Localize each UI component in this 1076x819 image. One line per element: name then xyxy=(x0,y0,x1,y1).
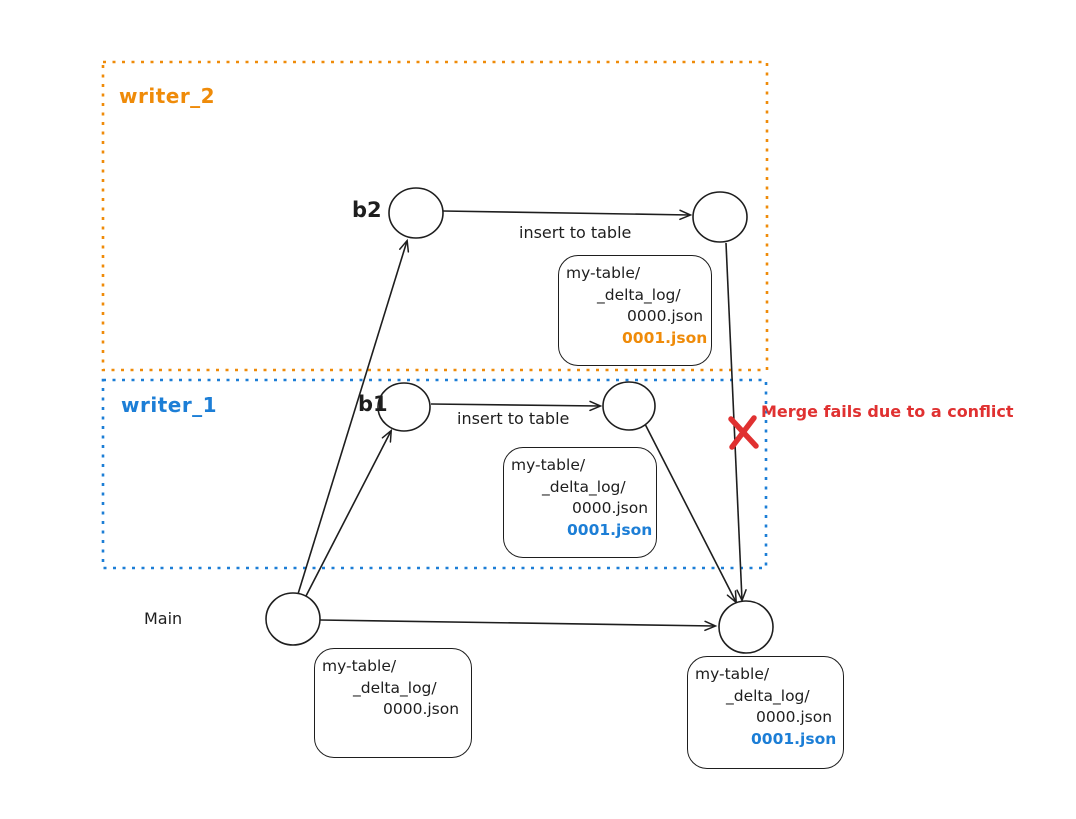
commit-node-writer2-insert xyxy=(692,191,748,243)
file-box-main: my-table/ _delta_log/ 0000.json xyxy=(314,648,472,758)
commit-node-merge xyxy=(718,600,774,654)
file-box-line: my-table/ xyxy=(511,456,586,474)
file-box-writer1: my-table/ _delta_log/ 0000.json 0001.jso… xyxy=(503,447,657,558)
file-box-writer2: my-table/ _delta_log/ 0000.json 0001.jso… xyxy=(558,255,712,366)
file-box-line: _delta_log/ xyxy=(542,477,626,496)
merge-conflict-annotation: Merge fails due to a conflict xyxy=(761,402,1014,421)
file-box-line: _delta_log/ xyxy=(597,285,681,304)
commit-node-main xyxy=(265,592,321,646)
edge-label-writer1-insert: insert to table xyxy=(457,409,570,428)
commit-label-b1: b1 xyxy=(358,392,388,416)
file-box-merged: my-table/ _delta_log/ 0000.json 0001.jso… xyxy=(687,656,844,769)
file-box-line: my-table/ xyxy=(566,264,641,282)
file-box-line: _delta_log/ xyxy=(353,678,437,697)
conflict-x-icon xyxy=(728,415,759,450)
writer2-region-box xyxy=(101,60,769,372)
file-box-line-highlighted: 0001.json xyxy=(622,328,708,347)
commit-node-b1 xyxy=(377,382,431,432)
file-box-line: 0000.json xyxy=(627,307,704,325)
file-box-line: _delta_log/ xyxy=(726,686,810,705)
file-box-line-highlighted: 0001.json xyxy=(751,729,837,748)
file-box-line: my-table/ xyxy=(695,665,770,683)
main-branch-label: Main xyxy=(144,609,183,628)
edge-b1-insert xyxy=(430,400,603,412)
file-box-line: 0000.json xyxy=(572,499,649,517)
writer1-region-box xyxy=(101,378,768,570)
edge-main-to-b1 xyxy=(305,428,393,597)
file-box-line: 0000.json xyxy=(383,700,460,718)
file-box-line-highlighted: 0001.json xyxy=(567,520,653,539)
edge-b2-insert xyxy=(442,209,693,221)
writer2-region-label: writer_2 xyxy=(119,84,216,108)
edge-main-to-b2 xyxy=(297,238,410,595)
file-box-line: my-table/ xyxy=(322,657,397,675)
commit-node-writer1-insert xyxy=(602,381,656,431)
commit-label-b2: b2 xyxy=(352,198,382,222)
edge-writer1-to-merge xyxy=(644,423,738,605)
edge-main-to-merge xyxy=(319,619,718,632)
writer1-region-label: writer_1 xyxy=(121,393,218,417)
commit-node-b2 xyxy=(388,187,444,239)
edge-label-writer2-insert: insert to table xyxy=(519,223,632,242)
file-box-line: 0000.json xyxy=(756,708,833,726)
